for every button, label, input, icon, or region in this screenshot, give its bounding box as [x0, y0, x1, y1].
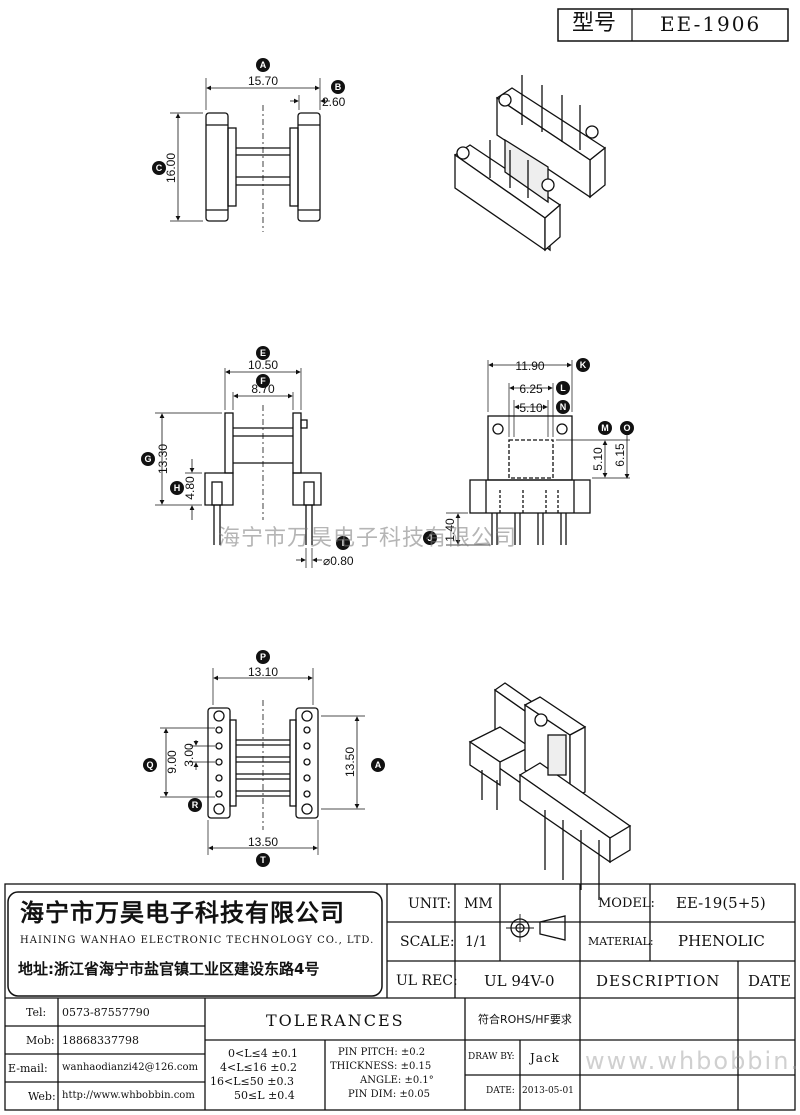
- material-value: PHENOLIC: [678, 932, 765, 950]
- company-name-en: HAINING WANHAO ELECTRONIC TECHNOLOGY CO.…: [20, 935, 375, 946]
- material-label: MATERIAL:: [588, 935, 654, 948]
- side-view-top: [170, 78, 330, 232]
- contact-email-label: E-mail:: [8, 1062, 48, 1075]
- tolerances-title: TOLERANCES: [266, 1011, 405, 1030]
- watermark: 海宁市万昊电子科技有限公司: [218, 526, 518, 551]
- date-header-label: DATE: [748, 972, 791, 990]
- contact-mob-label: Mob:: [26, 1034, 55, 1047]
- contact-tel-value: 0573-87557790: [62, 1006, 150, 1019]
- model-value: EE-19(5+5): [676, 894, 766, 912]
- type-value: EE-1906: [660, 12, 762, 36]
- tolerance-range-3: 16<L≤50 ±0.3: [210, 1075, 294, 1088]
- bottom-view: [160, 668, 365, 855]
- tolerance-pin-pitch: PIN PITCH: ±0.2: [338, 1047, 426, 1058]
- tolerance-pin-dim: PIN DIM: ±0.05: [348, 1089, 431, 1100]
- front-view-middle: [155, 368, 322, 568]
- isometric-view-bottom: [468, 682, 632, 900]
- tolerance-range-4: 50≤L ±0.4: [234, 1089, 295, 1102]
- isometric-view-top: [453, 75, 607, 252]
- tolerance-range-1: 0<L≤4 ±0.1: [228, 1047, 298, 1060]
- contact-web-label: Web:: [28, 1090, 56, 1103]
- date-value: 2013-05-01: [522, 1086, 574, 1096]
- contact-email-value: wanhaodianzi42@126.com: [62, 1062, 198, 1073]
- title-block: [4, 883, 796, 1111]
- type-label: 型号: [572, 11, 617, 36]
- header-box: [557, 8, 789, 42]
- rohs-note: 符合ROHS/HF要求: [478, 1013, 572, 1026]
- tolerance-angle: ANGLE: ±0.1°: [360, 1075, 434, 1086]
- draw-by-label: DRAW BY:: [468, 1052, 515, 1062]
- site-watermark: www.whbobbin.com: [585, 1047, 800, 1075]
- end-view-middle: [446, 360, 630, 546]
- date-label: DATE:: [486, 1086, 515, 1096]
- unit-value: MM: [464, 896, 493, 912]
- contact-web-value: http://www.whbobbin.com: [62, 1090, 195, 1101]
- company-name-cn: 海宁市万昊电子科技有限公司: [20, 899, 345, 927]
- tolerance-thickness: THICKNESS: ±0.15: [330, 1061, 432, 1072]
- scale-label: SCALE:: [400, 934, 455, 950]
- unit-label: UNIT:: [408, 896, 452, 912]
- scale-value: 1/1: [465, 934, 488, 950]
- description-label: DESCRIPTION: [596, 972, 721, 990]
- model-label: MODEL:: [598, 896, 655, 911]
- company-address: 地址:浙江省海宁市盐官镇工业区建设东路4号: [18, 960, 320, 978]
- ul-rec-label: UL REC:: [396, 973, 458, 989]
- tolerance-range-2: 4<L≤16 ±0.2: [220, 1061, 297, 1074]
- contact-tel-label: Tel:: [26, 1006, 47, 1019]
- ul-rec-value: UL 94V-0: [484, 972, 555, 990]
- contact-mob-value: 18868337798: [62, 1034, 139, 1047]
- draw-by-value: Jack: [530, 1051, 560, 1065]
